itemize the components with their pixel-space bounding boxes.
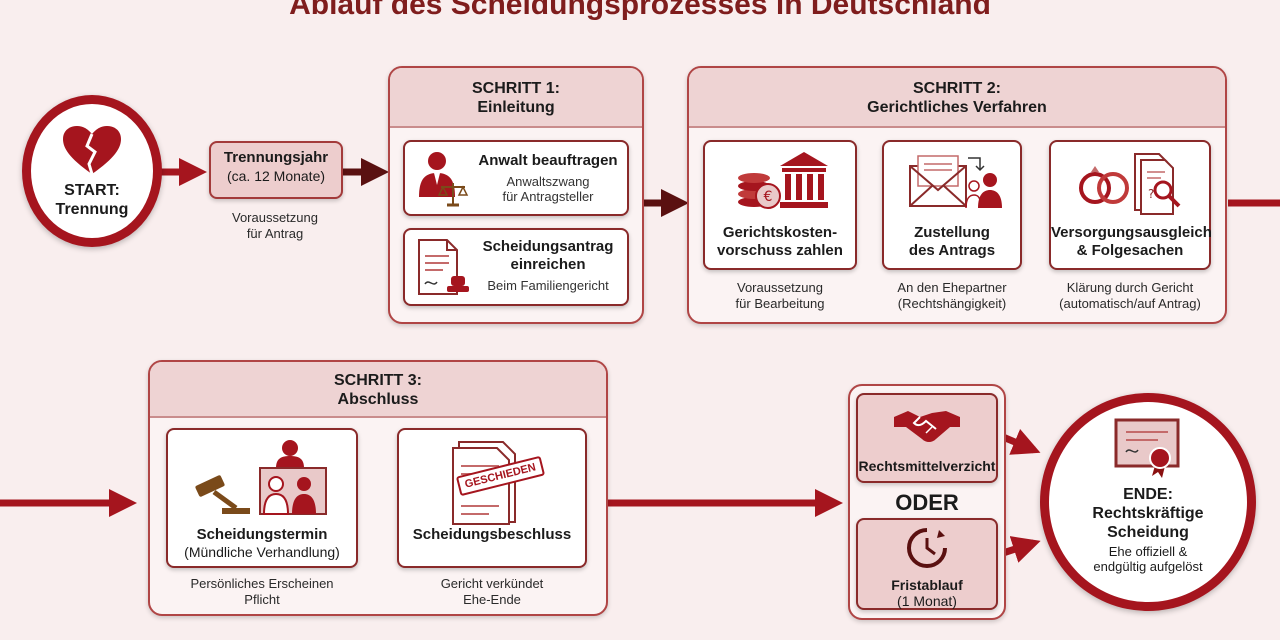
step1-card-antrag: Scheidungsantrag einreichen Beim Familie… [403, 228, 629, 306]
step2-card-versorgung: ? Versorgungsausgleich & Folgesachen [1049, 140, 1212, 270]
caption-line: für Antrag [246, 226, 304, 241]
end-label-line1: ENDE: [1123, 486, 1173, 503]
caption-line: (Rechtshängigkeit) [897, 296, 1007, 311]
step1-card-anwalt-title: Anwalt beauftragen [478, 152, 618, 169]
broken-heart-icon [63, 126, 121, 175]
step2-card-zustellung: Zustellung des Antrags [882, 140, 1022, 270]
sub-line: Anwaltszwang [506, 174, 590, 189]
step3-termin-caption: Persönliches Erscheinen Pflicht [166, 576, 358, 608]
arrow-frist-to-end [1001, 536, 1041, 563]
step1-heading-line2: Einleitung [477, 99, 555, 116]
page-title: Ablauf des Scheidungsprozesses in Deutsc… [289, 0, 991, 21]
step2-card-kosten: € Gerichtskosten- vorschuss zahlen [703, 140, 857, 270]
arrow-verzicht-to-end [1001, 428, 1041, 455]
rings-document-icon: ? [1079, 153, 1181, 215]
clock-icon [907, 528, 947, 568]
step2-card-zustellung-title: Zustellung des Antrags [884, 224, 1020, 260]
verzicht-card: Rechtsmittelverzicht [856, 393, 998, 483]
start-sublabel: Trennung [55, 201, 129, 218]
caption-line: (automatisch/auf Antrag) [1059, 296, 1201, 311]
trennungsjahr-title: Trennungsjahr [223, 149, 329, 166]
step3-heading-line2: Abschluss [337, 391, 419, 408]
step3-heading: SCHRITT 3: Abschluss [150, 362, 606, 418]
step1-card-anwalt-sub: Anwaltszwang für Antragsteller [469, 174, 627, 204]
lawyer-scales-icon [419, 152, 469, 207]
step1-card-antrag-sub: Beim Familiengericht [487, 278, 609, 293]
step2-zustellung-caption: An den Ehepartner (Rechtshängigkeit) [872, 280, 1032, 312]
step2-heading-line1: SCHRITT 2: [913, 80, 1001, 97]
caption-line: Voraussetzung [736, 280, 823, 295]
verzicht-label: Rechtsmittelverzicht [858, 458, 996, 474]
step3-card-termin: Scheidungstermin (Mündliche Verhandlung) [166, 428, 358, 568]
step1-card-antrag-title: Scheidungsantrag einreichen [469, 238, 627, 274]
end-node: ENDE: Rechtskräftige Scheidung Ehe offiz… [1040, 393, 1256, 611]
end-label-line2: Rechtskräftige [1092, 505, 1204, 522]
title-line: vorschuss zahlen [717, 242, 843, 259]
oder-label: ODER [895, 490, 959, 515]
step3-card-termin-subtitle: (Mündliche Verhandlung) [184, 544, 340, 560]
sub-line: für Antragsteller [502, 189, 594, 204]
end-label-line3: Scheidung [1107, 524, 1189, 541]
document-stamp-icon [418, 239, 469, 295]
title-line: des Antrags [908, 242, 996, 259]
step3-card-termin-title: Scheidungstermin [196, 526, 328, 543]
step3-heading-line1: SCHRITT 3: [334, 372, 422, 389]
frist-card: Fristablauf (1 Monat) [856, 518, 998, 610]
title-line: einreichen [510, 256, 586, 273]
svg-text:€: € [764, 189, 773, 205]
caption-line: Klärung durch Gericht [1066, 280, 1194, 295]
title-line: Versorgungsausgleich [1051, 224, 1212, 241]
coins-courthouse-icon: € [738, 152, 828, 209]
court-hearing-icon [195, 440, 327, 515]
start-node: START: Trennung [22, 95, 162, 247]
caption-line: Persönliches Erscheinen [190, 576, 334, 591]
frist-sub: (1 Monat) [897, 593, 957, 609]
step2-heading: SCHRITT 2: Gerichtliches Verfahren [689, 68, 1225, 128]
step2-card-versorgung-title: Versorgungsausgleich & Folgesachen [1051, 224, 1212, 260]
step2-card-kosten-title: Gerichtskosten- vorschuss zahlen [705, 224, 855, 260]
caption-line: Ehe-Ende [463, 592, 521, 607]
envelope-person-icon [909, 155, 1002, 209]
end-sub-line2: endgültig aufgelöst [1093, 559, 1203, 574]
certificate-icon [1114, 418, 1180, 478]
step2-versorgung-caption: Klärung durch Gericht (automatisch/auf A… [1040, 280, 1220, 312]
step3-beschluss-caption: Gericht verkündet Ehe-Ende [397, 576, 587, 608]
title-line: & Folgesachen [1076, 242, 1184, 259]
svg-text:?: ? [1148, 187, 1154, 201]
start-label: START: [64, 182, 120, 199]
trennungsjahr-caption: Voraussetzung für Antrag [200, 210, 350, 242]
caption-line: Pflicht [244, 592, 280, 607]
title-line: Gerichtskosten- [722, 224, 838, 241]
trennungsjahr-box: Trennungsjahr (ca. 12 Monate) [209, 141, 343, 199]
step1-heading-line1: SCHRITT 1: [472, 80, 560, 97]
step1-card-anwalt: Anwalt beauftragen Anwaltszwang für Antr… [403, 140, 629, 216]
trennungsjahr-subtitle: (ca. 12 Monate) [226, 168, 326, 184]
caption-line: An den Ehepartner [897, 280, 1007, 295]
handshake-icon [894, 411, 960, 442]
step3-card-beschluss-title: Scheidungsbeschluss [412, 526, 572, 543]
caption-line: für Bearbeitung [735, 296, 825, 311]
step2-heading-line2: Gerichtliches Verfahren [867, 99, 1047, 116]
step2-kosten-caption: Voraussetzung für Bearbeitung [700, 280, 860, 312]
step1-heading: SCHRITT 1: Einleitung [390, 68, 642, 128]
end-sub-line1: Ehe offiziell & [1108, 544, 1188, 559]
title-line: Zustellung [914, 224, 990, 241]
frist-label: Fristablauf [891, 577, 963, 593]
caption-line: Gericht verkündet [440, 576, 544, 591]
step3-card-beschluss: GESCHIEDEN Scheidungsbeschluss [397, 428, 587, 568]
caption-line: Voraussetzung [231, 210, 318, 225]
title-line: Scheidungsantrag [482, 238, 614, 255]
